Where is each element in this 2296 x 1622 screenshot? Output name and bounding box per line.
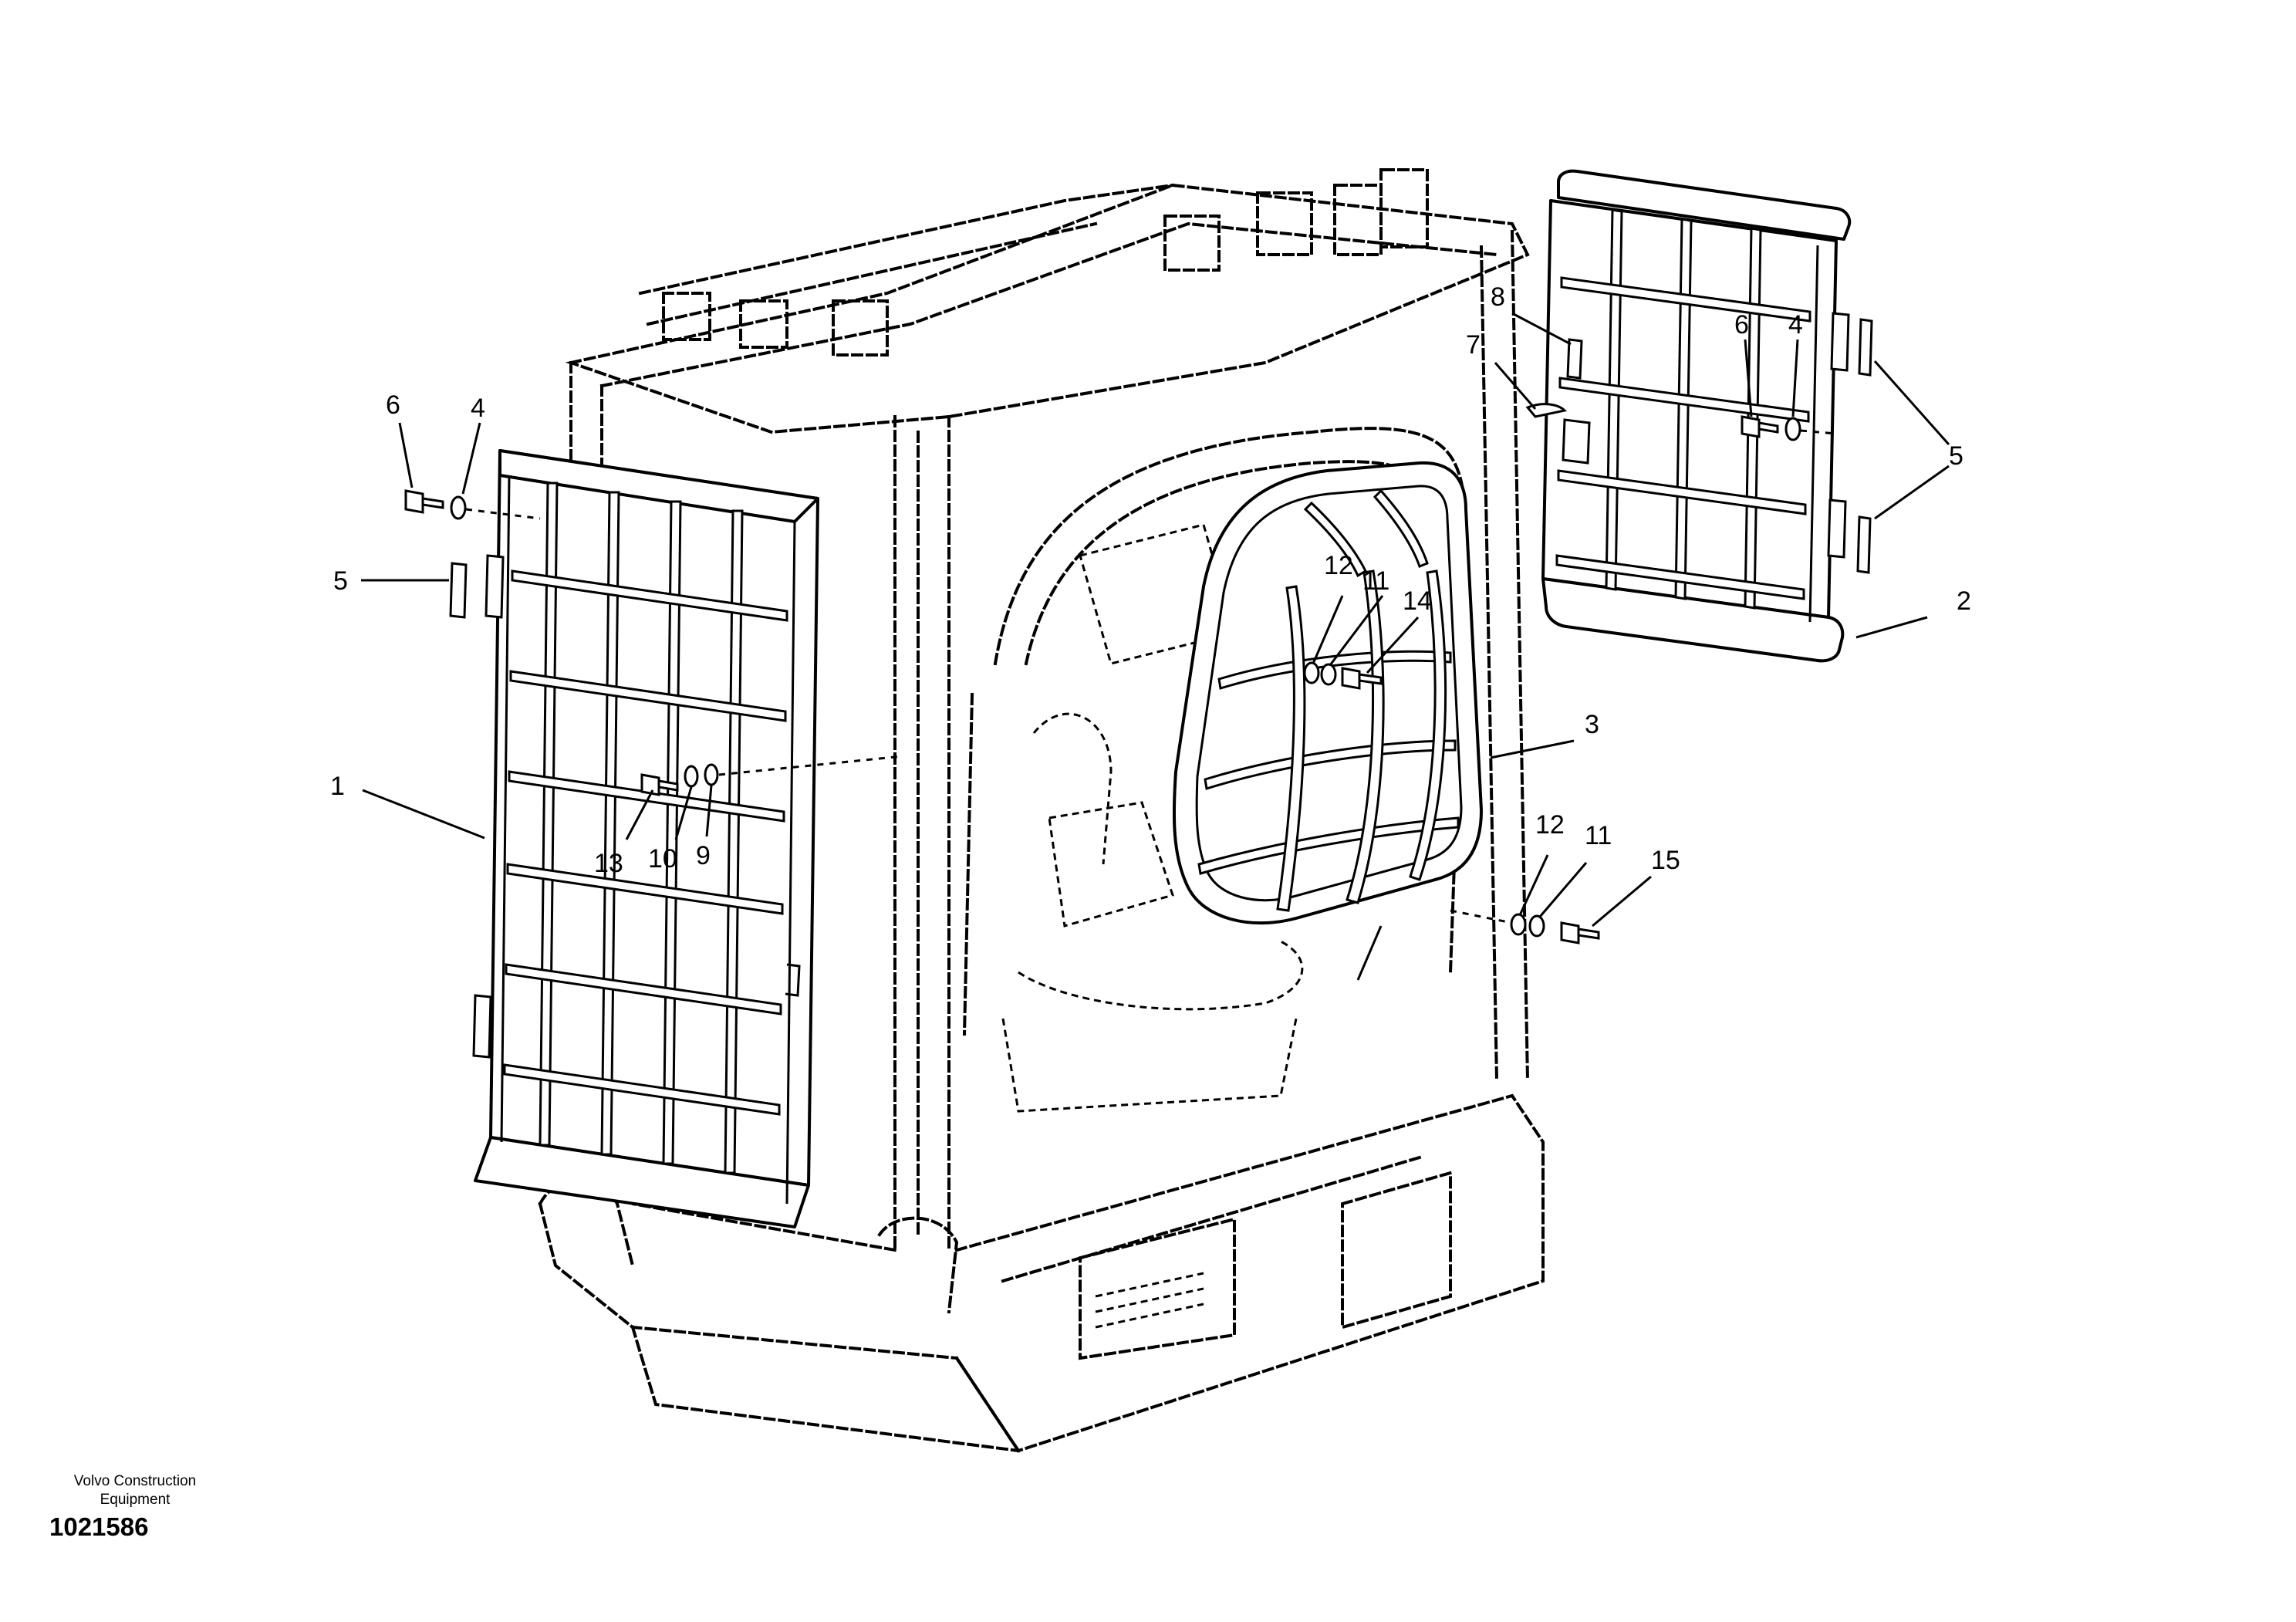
washer-9 <box>704 763 719 786</box>
bolt-13 <box>640 773 679 796</box>
bolt-14 <box>1341 667 1383 690</box>
window-guard <box>1172 461 1483 981</box>
callout-4-left: 4 <box>471 394 485 423</box>
washer-11-upper <box>1320 663 1337 686</box>
hinge-5-left <box>449 562 468 619</box>
callout-2: 2 <box>1957 586 1971 616</box>
callout-12-lower: 12 <box>1535 810 1565 840</box>
leader-lines <box>361 312 1950 928</box>
callout-6-right: 6 <box>1734 310 1749 340</box>
callout-5-left: 5 <box>333 566 348 596</box>
callout-11-lower: 11 <box>1585 821 1612 850</box>
manufacturer-caption: Volvo Construction Equipment <box>46 1472 224 1509</box>
callout-7: 7 <box>1466 330 1481 360</box>
drawing-number: 1021586 <box>49 1512 149 1541</box>
window-fastener-set <box>1303 661 1600 944</box>
callout-5-right: 5 <box>1949 441 1963 471</box>
callout-1: 1 <box>330 772 345 801</box>
callout-8: 8 <box>1491 282 1505 312</box>
callout-12-upper: 12 <box>1324 551 1353 580</box>
callout-13: 13 <box>594 849 623 878</box>
callout-4-right: 4 <box>1788 310 1803 340</box>
washer-12-lower <box>1510 913 1527 936</box>
bolt-15 <box>1560 921 1600 944</box>
callout-3: 3 <box>1585 710 1599 739</box>
washer-4-left <box>450 495 467 520</box>
callout-11-upper: 11 <box>1362 566 1389 596</box>
washer-4-right <box>1784 417 1801 441</box>
callout-10: 10 <box>648 844 677 874</box>
callout-9: 9 <box>696 841 711 870</box>
caption-line-2: Equipment <box>100 1492 171 1508</box>
caption-line-1: Volvo Construction <box>73 1473 197 1489</box>
callout-6-left: 6 <box>386 390 400 420</box>
bolt-6-left <box>404 489 444 514</box>
right-fastener-set <box>1741 415 1837 441</box>
rear-guard-screen <box>472 449 819 1228</box>
pin-8 <box>1566 338 1583 380</box>
washer-10 <box>684 765 699 788</box>
washer-12-upper <box>1303 661 1320 684</box>
left-fastener-set <box>404 489 903 796</box>
bolt-6-right <box>1741 415 1779 438</box>
callout-14: 14 <box>1403 586 1432 616</box>
washer-11-lower <box>1528 914 1545 938</box>
callout-labels: 1 2 3 4 4 5 5 6 6 7 8 9 10 11 11 12 12 1… <box>330 282 1971 878</box>
callout-15: 15 <box>1651 846 1680 875</box>
side-guard-screen <box>1525 169 1873 663</box>
